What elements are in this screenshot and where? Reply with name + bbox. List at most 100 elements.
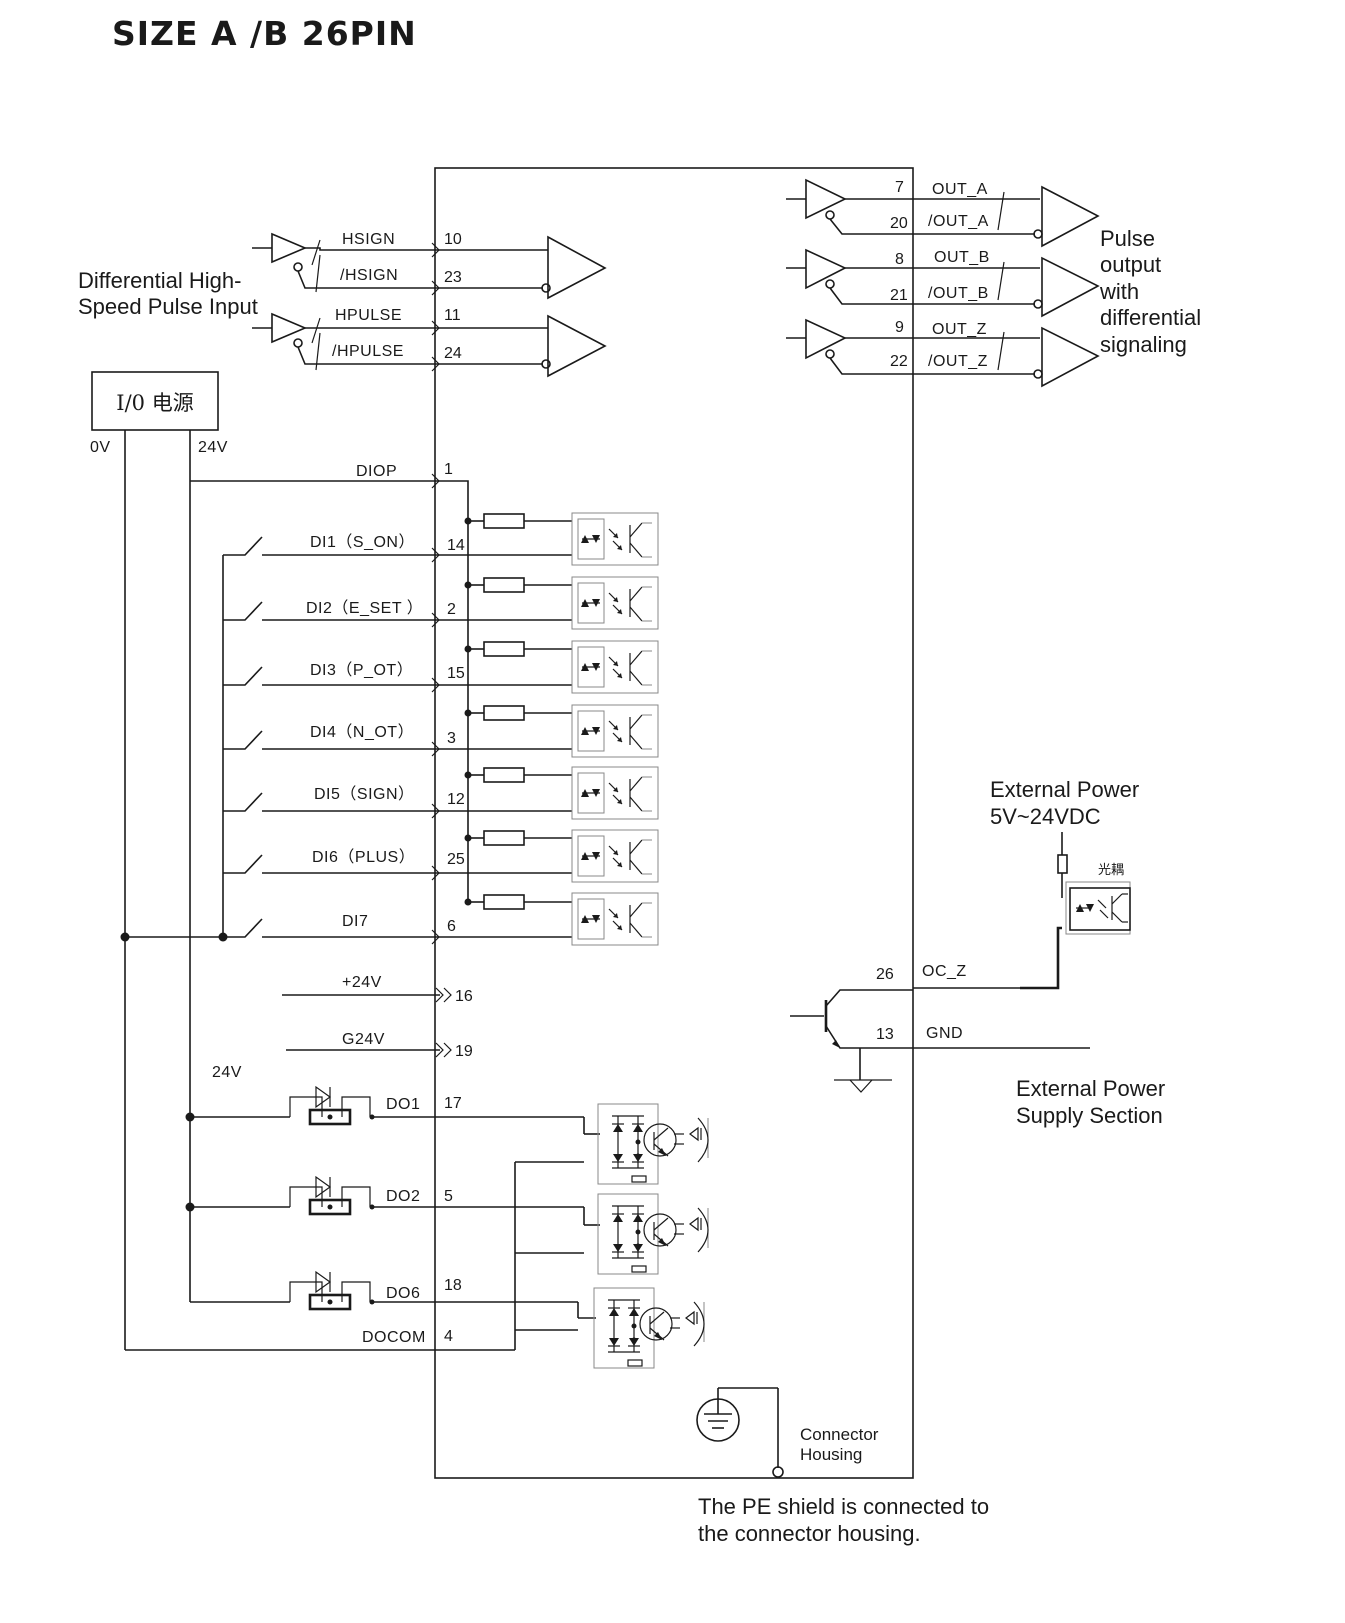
io-power-supply-box bbox=[91, 371, 219, 431]
pe-shield-note-line1: The PE shield is connected to bbox=[698, 1494, 989, 1519]
digital-input-block: DIOP 1 DI1（S_ON） 14 DI2（E_SET ） 2 DI3（P_… bbox=[190, 461, 659, 946]
connector-housing-line2: Housing bbox=[800, 1445, 862, 1464]
pin-number: 20 bbox=[890, 215, 908, 232]
pin-number: 2 bbox=[447, 601, 456, 618]
pulse-output-note-line5: signaling bbox=[1100, 332, 1187, 357]
out-z-pair: 9 22 OUT_Z /OUT_Z bbox=[786, 318, 1100, 388]
pulse-output-note-line1: Pulse bbox=[1100, 226, 1155, 251]
out-a-pair: 7 20 OUT_A /OUT_A bbox=[786, 178, 1100, 248]
do-signal: DO1 bbox=[386, 1096, 420, 1113]
di-row: DI5（SIGN） 12 bbox=[223, 785, 572, 819]
di-signal: DI2（E_SET ） bbox=[306, 599, 423, 617]
connector-body bbox=[434, 167, 914, 1479]
di-row: DI2（E_SET ） 2 bbox=[223, 599, 572, 628]
input-optocoupler bbox=[571, 892, 659, 946]
pin-number: 16 bbox=[455, 988, 473, 1005]
pin-number: 17 bbox=[444, 1095, 462, 1112]
pin-number: 8 bbox=[895, 251, 904, 268]
di-row: DI3（P_OT） 15 bbox=[223, 661, 572, 693]
external-power-note-line2: 5V~24VDC bbox=[990, 804, 1101, 829]
do-signal: DO6 bbox=[386, 1285, 420, 1302]
junction-dot bbox=[120, 932, 130, 942]
plus-24v-label: 24V bbox=[198, 439, 228, 456]
pin-number: 24 bbox=[444, 345, 462, 362]
input-optocoupler bbox=[571, 640, 659, 694]
zero-v-label: 0V bbox=[90, 439, 111, 456]
di-row: DI4（N_OT） 3 bbox=[223, 723, 572, 757]
power-pin-signal: G24V bbox=[342, 1031, 385, 1048]
pulse-output-note-line2: output bbox=[1100, 252, 1161, 277]
pin-number: 7 bbox=[895, 179, 904, 196]
pin-number: 5 bbox=[444, 1188, 453, 1205]
flyback-diode-load bbox=[288, 1085, 376, 1126]
di-row: DI7 6 bbox=[223, 913, 572, 945]
hsign-pair: HSIGN /HSIGN 10 23 bbox=[252, 231, 607, 300]
pin-number: 22 bbox=[890, 353, 908, 370]
pin-number: 11 bbox=[444, 307, 461, 324]
pulse-output-signal: OUT_A bbox=[932, 181, 988, 198]
pin-number: 9 bbox=[895, 319, 904, 336]
pin-number: 10 bbox=[444, 231, 462, 248]
do-signal: DO2 bbox=[386, 1188, 420, 1205]
di-signal: DI7 bbox=[342, 913, 368, 930]
pin-number: 26 bbox=[876, 966, 894, 983]
di-row: DI6（PLUS） 25 bbox=[223, 848, 572, 881]
di-signal: DI3（P_OT） bbox=[310, 661, 413, 679]
output-optocoupler bbox=[597, 1103, 709, 1185]
pulse-output-note-line3: with bbox=[1099, 279, 1139, 304]
out-b-pair: 8 21 OUT_B /OUT_B bbox=[786, 248, 1100, 318]
di-signal: DI5（SIGN） bbox=[314, 785, 415, 803]
digital-output-block: DO1 17 DO2 5 DO6 18 DOCOM 4 bbox=[125, 1085, 709, 1369]
pe-ground bbox=[696, 1387, 784, 1478]
pulse-output-signal: OUT_B bbox=[934, 249, 990, 266]
do-signal: DOCOM bbox=[362, 1329, 426, 1346]
pulse-output-signal: OUT_Z bbox=[932, 321, 987, 338]
connector-housing-line1: Connector bbox=[800, 1425, 879, 1444]
pin-number: 15 bbox=[447, 665, 465, 682]
di-resistors bbox=[464, 513, 572, 910]
do-24v-label: 24V bbox=[212, 1064, 242, 1081]
pin-number: 14 bbox=[447, 537, 465, 554]
oc-output-block: 光耦 26 OC_Z 13 GND bbox=[790, 832, 1131, 1093]
pulse-input-signal: /HSIGN bbox=[340, 267, 398, 284]
external-power-section-line1: External Power bbox=[1016, 1076, 1165, 1101]
pin-number: 4 bbox=[444, 1328, 453, 1345]
pin-number: 13 bbox=[876, 1026, 894, 1043]
pin-number: 21 bbox=[890, 287, 908, 304]
diff-input-note-line1: Differential High- bbox=[78, 268, 241, 293]
external-power-section-line2: Supply Section bbox=[1016, 1103, 1163, 1128]
pin-number: 23 bbox=[444, 269, 462, 286]
flyback-diode-load bbox=[288, 1175, 376, 1216]
diagram-title: SIZE A /B 26PIN bbox=[112, 14, 417, 53]
input-optocoupler bbox=[571, 576, 659, 630]
output-optocoupler bbox=[593, 1287, 705, 1369]
power-pins: +24V 16 G24V 19 bbox=[282, 974, 473, 1060]
pulse-input-signal: HSIGN bbox=[342, 231, 395, 248]
diff-input-note-line2: Speed Pulse Input bbox=[78, 294, 258, 319]
pulse-output-note-line4: differential bbox=[1100, 305, 1201, 330]
input-optocoupler bbox=[571, 766, 659, 820]
power-pin-signal: +24V bbox=[342, 974, 382, 991]
pin-number: 12 bbox=[447, 791, 465, 808]
pulse-input-signal: HPULSE bbox=[335, 307, 402, 324]
pulse-output-signal: /OUT_A bbox=[928, 213, 989, 230]
oc-signal: GND bbox=[926, 1025, 963, 1042]
di-signal: DI6（PLUS） bbox=[312, 848, 415, 866]
input-optocoupler bbox=[571, 512, 659, 566]
pulse-output-signal: /OUT_Z bbox=[928, 353, 988, 370]
di-row: DI1（S_ON） 14 bbox=[223, 533, 572, 563]
pin-number: 25 bbox=[447, 851, 465, 868]
input-optocoupler bbox=[571, 829, 659, 883]
di-signal: DI4（N_OT） bbox=[310, 723, 414, 741]
oc-signal: OC_Z bbox=[922, 963, 967, 980]
pin-number: 1 bbox=[444, 461, 453, 478]
input-optocoupler bbox=[571, 704, 659, 758]
pin-number: 18 bbox=[444, 1277, 462, 1294]
pulse-input-signal: /HPULSE bbox=[332, 343, 404, 360]
io-power-supply-label: I/0 电源 bbox=[116, 391, 193, 415]
pin-number: 19 bbox=[455, 1043, 473, 1060]
pin-number: 3 bbox=[447, 730, 456, 747]
di-signal: DI1（S_ON） bbox=[310, 533, 415, 551]
flyback-diode-load bbox=[288, 1270, 376, 1311]
